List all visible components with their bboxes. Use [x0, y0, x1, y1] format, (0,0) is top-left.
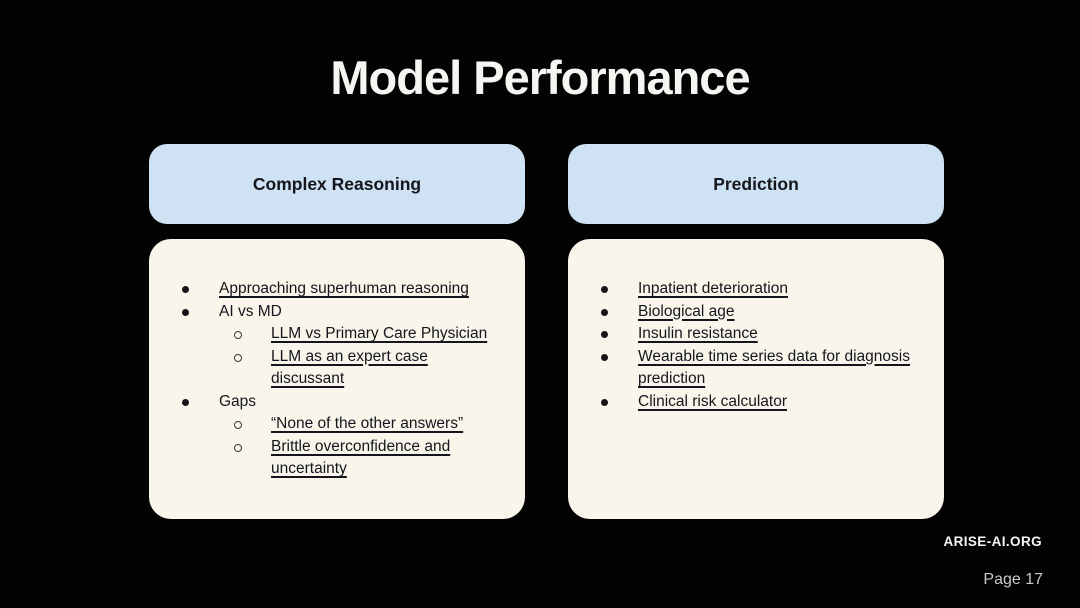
link-text[interactable]: “None of the other answers” — [271, 415, 464, 432]
disc-bullet-icon — [601, 308, 608, 316]
list-item: “None of the other answers” — [149, 413, 501, 436]
list-item: AI vs MD — [149, 301, 501, 324]
disc-bullet-icon — [601, 398, 608, 406]
link-text[interactable]: Biological age — [638, 302, 735, 320]
link-text[interactable]: Approaching superhuman reasoning — [219, 280, 469, 297]
circle-bullet-icon — [234, 443, 242, 452]
circle-bullet-icon — [234, 353, 242, 362]
link-text[interactable]: Inpatient deterioration — [638, 280, 788, 297]
list-item: Wearable time series data for diagnosis … — [568, 346, 920, 391]
link-text[interactable]: Brittle overconfidence and uncertainty — [271, 437, 451, 478]
link-text[interactable]: LLM vs Primary Care Physician — [271, 325, 488, 342]
list-item: Clinical risk calculator — [568, 391, 920, 414]
list-item: Biological age — [568, 301, 920, 324]
list-item: Brittle overconfidence and uncertainty — [149, 436, 501, 481]
header-complex-reasoning: Complex Reasoning — [149, 144, 525, 224]
circle-bullet-icon — [234, 331, 242, 339]
disc-bullet-icon — [182, 308, 189, 316]
header-prediction-label: Prediction — [713, 173, 799, 194]
item-text: AI vs MD — [219, 302, 282, 320]
site-label: ARISE-AI.ORG — [943, 534, 1042, 549]
header-complex-reasoning-label: Complex Reasoning — [252, 173, 422, 194]
list-item: Gaps — [149, 391, 501, 414]
list-item: Inpatient deterioration — [568, 278, 920, 301]
card-complex-reasoning: Approaching superhuman reasoning AI vs MD… — [149, 239, 525, 519]
disc-bullet-icon — [601, 331, 608, 338]
page-title: Model Performance — [330, 51, 750, 104]
link-text[interactable]: LLM as an expert case discussant — [271, 347, 428, 388]
list-item: LLM vs Primary Care Physician — [149, 323, 501, 346]
page-number: Page 17 — [983, 571, 1043, 588]
disc-bullet-icon — [601, 286, 608, 293]
list-item: Insulin resistance — [568, 323, 920, 346]
link-text[interactable]: Insulin resistance — [638, 325, 758, 342]
disc-bullet-icon — [182, 286, 189, 293]
circle-bullet-icon — [234, 421, 242, 429]
list-item: LLM as an expert case discussant — [149, 346, 501, 391]
complex-reasoning-list: Approaching superhuman reasoning AI vs MD… — [149, 278, 501, 481]
link-text[interactable]: Clinical risk calculator — [638, 392, 788, 410]
disc-bullet-icon — [601, 353, 608, 361]
header-prediction: Prediction — [568, 144, 944, 224]
list-item: Approaching superhuman reasoning — [149, 278, 501, 301]
item-text: Gaps — [219, 392, 257, 410]
link-text[interactable]: Wearable time series data for diagnosis … — [638, 347, 910, 388]
disc-bullet-icon — [182, 398, 189, 406]
